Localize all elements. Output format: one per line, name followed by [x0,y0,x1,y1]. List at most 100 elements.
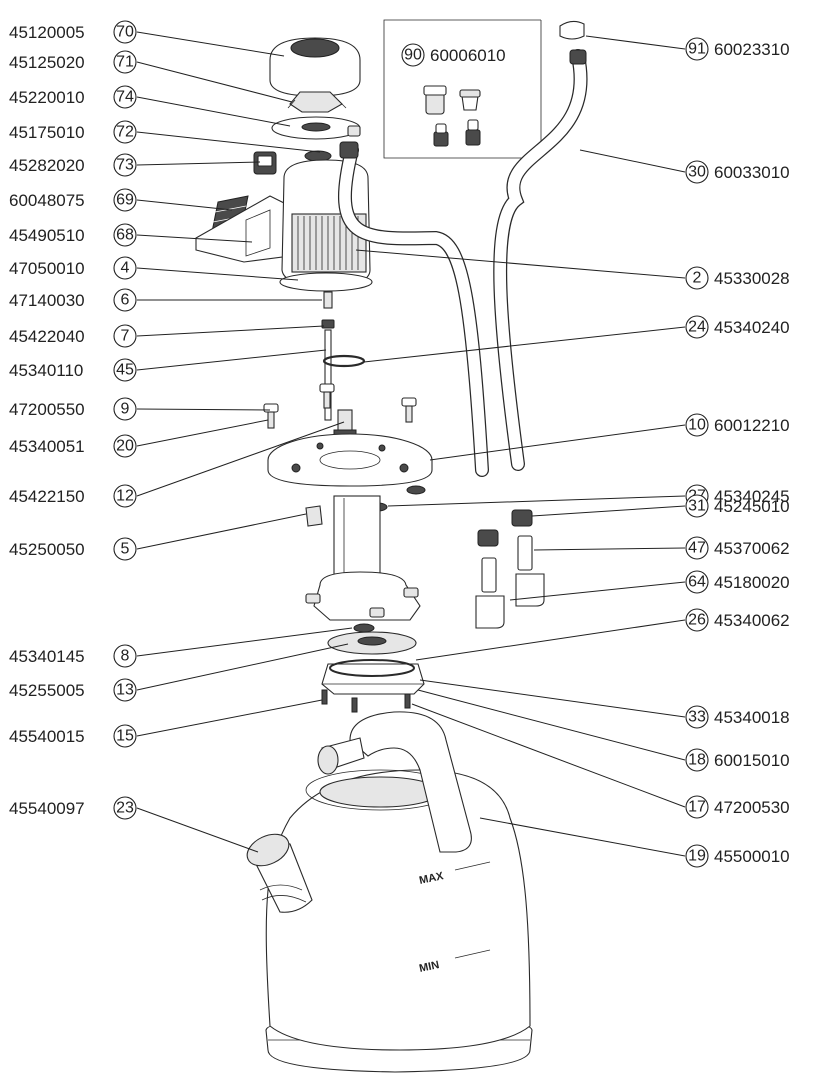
callout-code: 45340018 [714,708,790,727]
callout-number: 70 [116,24,134,41]
kit-box-frame [383,19,542,159]
callout-circle [685,536,709,560]
callout-leader [509,581,686,601]
callout-code: 60023310 [714,40,790,59]
callout-leader [136,161,261,166]
top-cap-grille [290,38,340,58]
pump-column [333,495,381,581]
callout-number: 8 [121,648,130,665]
callout-leader [136,627,353,657]
callout-circle [113,644,137,668]
callout-number: 5 [121,541,130,558]
shaft-rod [324,329,332,421]
hose-nut-left [339,141,359,159]
kit-fitting-1 [423,85,447,115]
callout-circle [113,153,137,177]
plate-grommet [406,485,426,495]
callout-number: 64 [688,574,706,591]
shaft-bushing [321,319,335,329]
callout-leader [136,807,259,853]
callout-code: 60033010 [714,163,790,182]
callout-circle [113,50,137,74]
float-cap [246,833,313,913]
callout-circle [113,537,137,561]
callout-number: 74 [116,89,134,106]
callout-number: 68 [116,227,134,244]
callout-31: 31 45245010 [531,494,790,518]
callout-code: 45422150 [9,487,85,506]
callout-code: 45250050 [9,540,85,559]
callout-code: 45370062 [714,539,790,558]
callout-leader [417,689,686,761]
callout-circle [685,844,709,868]
callout-number: 10 [688,417,706,434]
callout-code: 45340245 [714,487,790,506]
hoses [337,49,588,477]
handle-spout-tip [317,745,339,775]
impeller [327,631,417,655]
callout-leader [533,547,686,551]
screws-bottom [321,689,411,713]
callout-code: 45540097 [9,799,85,818]
callout-leader [585,35,686,50]
screw-a [263,403,279,429]
callout-code: 45340051 [9,437,85,456]
callout-leader [363,326,686,363]
fitting-cap-a [511,509,533,527]
callout-number: 7 [121,328,130,345]
callout-leader [136,131,321,153]
callout-number: 20 [116,438,134,455]
callout-code: 60048075 [9,191,85,210]
callout-code: 47200530 [714,798,790,817]
motor-base-flange [279,272,373,292]
callout-leader [387,495,686,507]
top-cap [269,37,361,97]
callout-circle [113,324,137,348]
callout-code: 45340062 [714,611,790,630]
callout-leader [136,699,323,737]
callout-circle [113,434,137,458]
callout-leader [136,349,327,371]
callout-number: 9 [121,401,130,418]
callout-code: 45245010 [714,497,790,516]
callout-number: 47 [688,540,706,557]
callout-leader [531,505,686,517]
kit-box: 90 60006010 [383,19,542,159]
kit-num-circle [401,43,425,67]
callout-circle [685,608,709,632]
fitting-elbow-b [475,595,505,629]
callout-circle [685,37,709,61]
callout-leader [479,817,686,857]
callout-leader [429,424,686,461]
callout-circle [113,85,137,109]
callout-69: 60048075 69 [9,188,233,212]
callout-number: 13 [116,682,134,699]
callout-5: 45250050 5 [9,513,307,561]
callout-code: 47200550 [9,400,85,419]
callout-code: 45500010 [714,847,790,866]
callout-number: 6 [121,292,130,309]
callout-number: 31 [688,498,706,515]
callout-number: 24 [688,319,706,336]
callout-code: 45422040 [9,327,85,346]
callout-code: 45340110 [9,361,83,380]
callout-circle [113,484,137,508]
callout-code: 45125020 [9,53,85,72]
fitting-elbow-a [515,573,545,607]
callout-leader [136,513,307,550]
callout-number: 69 [116,192,134,209]
shaft-upper [323,291,333,309]
min-mark: MIN [418,959,440,975]
callout-code: 45540015 [9,727,85,746]
screws-top [263,383,417,429]
